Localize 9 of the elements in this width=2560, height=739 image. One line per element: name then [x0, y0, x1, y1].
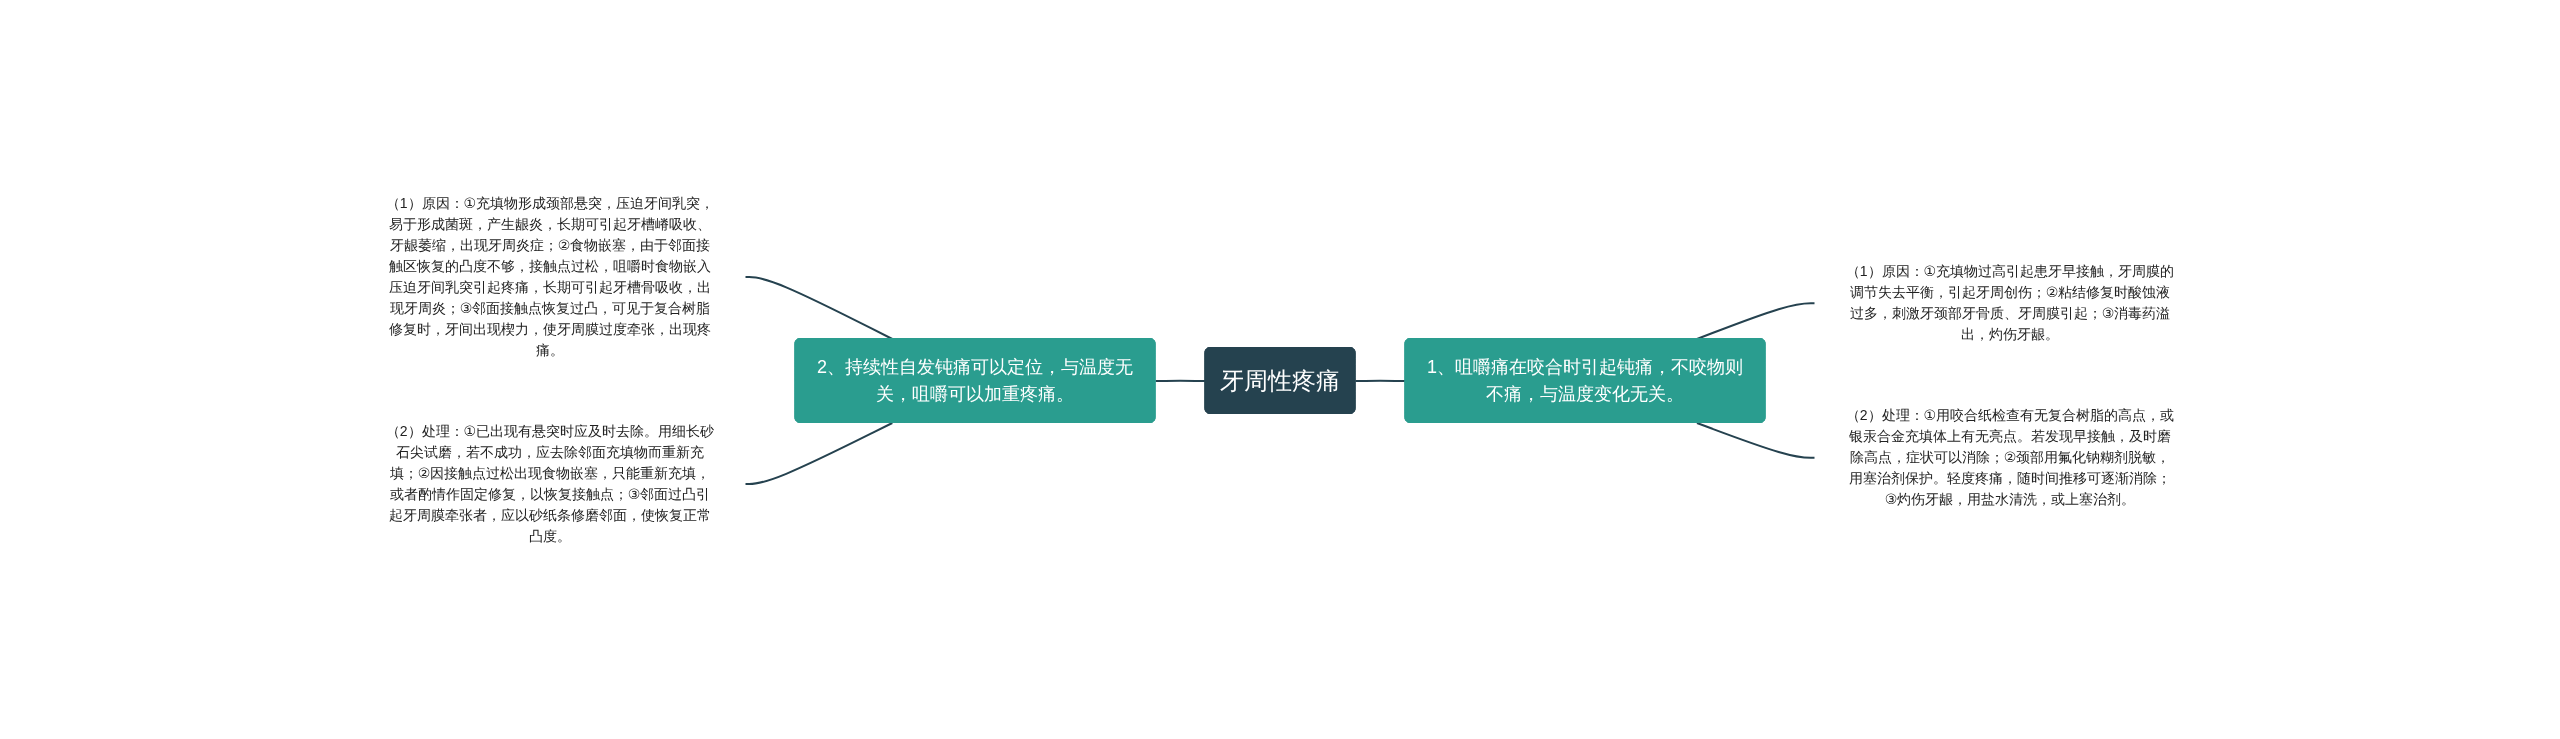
connector: [1154, 379, 1207, 382]
connector: [1354, 379, 1407, 382]
connector: [744, 275, 894, 340]
node-text: （2）处理：①用咬合纸检查有无复合树脂的高点，或银汞合金充填体上有无亮点。若发现早接触，及时磨除高点，症状可以消除；②颈部用氟化钠糊剂脱敏，用塞治剂保护。轻度疼痛，随时间推移可逐渐消除；③灼伤牙龈，用盐水清洗，或上塞治剂。: [1845, 406, 2175, 507]
node-text: （2）处理：①已出现有悬突时应及时去除。用细长砂石尖试磨，若不成功，应去除邻面充填物而重新充填；②因接触点过松出现食物嵌塞，只能重新充填，或者酌情作固定修复，以恢复接触点；③邻面过凸引起牙周膜牵张者，应以砂纸条修磨邻面，使恢复正常凸度。: [385, 422, 715, 544]
connector: [744, 421, 894, 485]
node-text: （1）原因：①充填物过高引起患牙早接触，牙周膜的调节失去平衡，引起牙周创伤；②粘结修复时酸蚀液过多，刺激牙颈部牙骨质、牙周膜引起；③消毒药溢出，灼伤牙龈。: [1845, 262, 2175, 342]
connector: [1695, 421, 1816, 459]
node-text: （1）原因：①充填物形成颈部悬突，压迫牙间乳突，易于形成菌斑，产生龈炎，长期可引起牙槽嵴吸收、牙龈萎缩，出现牙周炎症；②食物嵌塞，由于邻面接触区恢复的凸度不够，接触点过松，咀嚼时食物嵌入压迫牙间乳突引起疼痛，长期可引起牙槽骨吸收，出现牙周炎；③邻面接触点恢复过凸，可见于复合树脂修复时，牙间出现楔力，使牙周膜过度牵张，出现疼痛。: [385, 194, 715, 358]
